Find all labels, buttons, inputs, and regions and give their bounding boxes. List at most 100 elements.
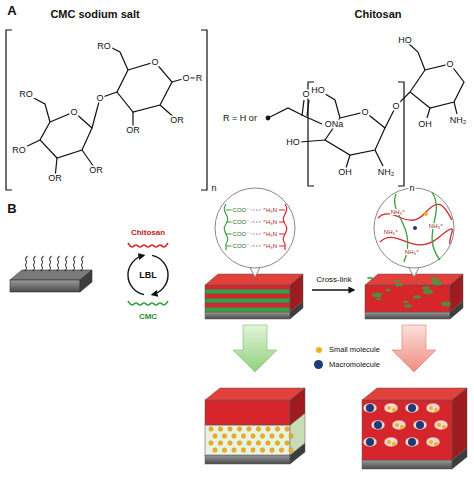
repeat-index: n — [408, 184, 415, 193]
atom-label: O — [301, 90, 310, 99]
multilayer-film — [290, 274, 303, 312]
cmc-structure — [110, 47, 128, 70]
entrapped-molecules — [371, 420, 385, 430]
chitosan-structure — [454, 102, 457, 114]
multilayer-film — [205, 303, 290, 308]
entrapped-molecules — [429, 440, 433, 444]
film-texture — [432, 281, 442, 286]
cmc-structure — [92, 92, 117, 128]
small-molecules — [289, 434, 293, 438]
atom-label: O — [360, 108, 369, 117]
cmc-structure — [117, 62, 172, 112]
release-film — [362, 388, 467, 469]
substrate — [10, 270, 92, 292]
cmc-structure — [266, 116, 270, 120]
release-film — [205, 425, 290, 455]
crosslinked-film — [365, 312, 450, 319]
small-molecules — [241, 448, 245, 452]
polymer-chains — [40, 256, 43, 271]
zoom-bubble — [374, 188, 454, 277]
atom-label: HO — [310, 86, 326, 95]
atom-label: O — [181, 74, 190, 83]
atom-label: NH₂ — [377, 168, 396, 177]
atom-label: RO — [96, 42, 112, 51]
atom-label: OH — [417, 120, 433, 129]
release-film — [205, 455, 290, 464]
charge-label: NH₃⁺ — [428, 223, 444, 229]
entrapped-molecules — [434, 442, 438, 446]
chitosan-structure — [410, 64, 464, 108]
ionic-pairs — [224, 204, 227, 250]
atom-label: OR — [47, 174, 63, 183]
panel-letter: B — [6, 202, 17, 215]
film-texture — [431, 277, 439, 281]
charge-label: ⁺H₃N — [262, 207, 278, 213]
legend-swatch — [316, 347, 322, 353]
film-texture — [403, 301, 409, 303]
panel-letter: A — [6, 4, 17, 17]
entrapped-molecules — [400, 425, 404, 429]
multilayer-film — [205, 290, 290, 295]
polymer-chains — [48, 256, 51, 271]
legend-text: Macromolecule — [329, 360, 380, 369]
small-molecules — [260, 448, 264, 452]
film-texture — [404, 304, 412, 308]
entrapped-molecules — [363, 403, 448, 447]
release-film — [362, 400, 452, 460]
entrapped-molecules — [426, 437, 440, 447]
ionic-pairs — [283, 204, 286, 250]
step-label: LBL — [138, 271, 158, 280]
small-molecules — [251, 448, 255, 452]
entrapped-molecules — [363, 437, 377, 447]
block-arrow — [233, 325, 277, 372]
small-molecules — [218, 441, 222, 445]
small-molecules — [256, 441, 260, 445]
release-film — [362, 460, 452, 469]
release-film — [290, 388, 305, 425]
small-molecules — [213, 448, 217, 452]
small-molecules — [241, 434, 245, 438]
atom-label: O — [69, 108, 78, 117]
multilayer-film — [205, 312, 290, 319]
atom-label: HO — [397, 36, 413, 45]
entrapped-molecules — [387, 406, 391, 410]
crosslinked-film — [365, 285, 450, 312]
polymer-chains — [64, 256, 67, 271]
small-molecules — [279, 434, 283, 438]
substrate — [10, 280, 80, 292]
entrapped-molecules — [392, 420, 406, 430]
polymer-label: CMC — [138, 313, 158, 321]
polymer-chains — [24, 243, 168, 305]
chitosan-structure — [346, 155, 350, 168]
entrapped-molecules — [366, 404, 374, 412]
entrapped-molecules — [366, 438, 374, 446]
polymer-network — [378, 204, 452, 220]
charge-label: NH₃⁺ — [404, 249, 420, 255]
polymer-label: Chitosan — [130, 229, 166, 237]
small-molecules — [275, 427, 279, 431]
small-molecules — [237, 427, 241, 431]
film-texture — [367, 277, 451, 308]
zoom-bubble — [215, 188, 295, 277]
atom-label: NH₂ — [449, 116, 468, 125]
film-texture — [422, 286, 430, 290]
small-molecules — [270, 434, 274, 438]
panel-title: CMC sodium salt — [49, 9, 140, 20]
small-molecules — [251, 434, 255, 438]
lbl-cycle — [128, 255, 168, 294]
chitosan-structure — [398, 82, 404, 186]
multilayer-film — [205, 294, 290, 299]
entrapped-molecules — [395, 423, 399, 427]
small-molecules — [209, 441, 213, 445]
entrapped-molecules — [408, 438, 416, 446]
chitosan-structure — [325, 112, 385, 155]
film-texture — [394, 280, 400, 282]
chitosan-structure — [300, 140, 325, 142]
atom-label: HO — [285, 138, 301, 147]
polymer-network — [380, 229, 452, 245]
atom-label: R — [195, 74, 204, 83]
substituent-note: R = H or — [222, 114, 258, 123]
film-texture — [372, 293, 382, 298]
cmc-structure — [6, 30, 12, 190]
polymer-network — [424, 212, 428, 216]
